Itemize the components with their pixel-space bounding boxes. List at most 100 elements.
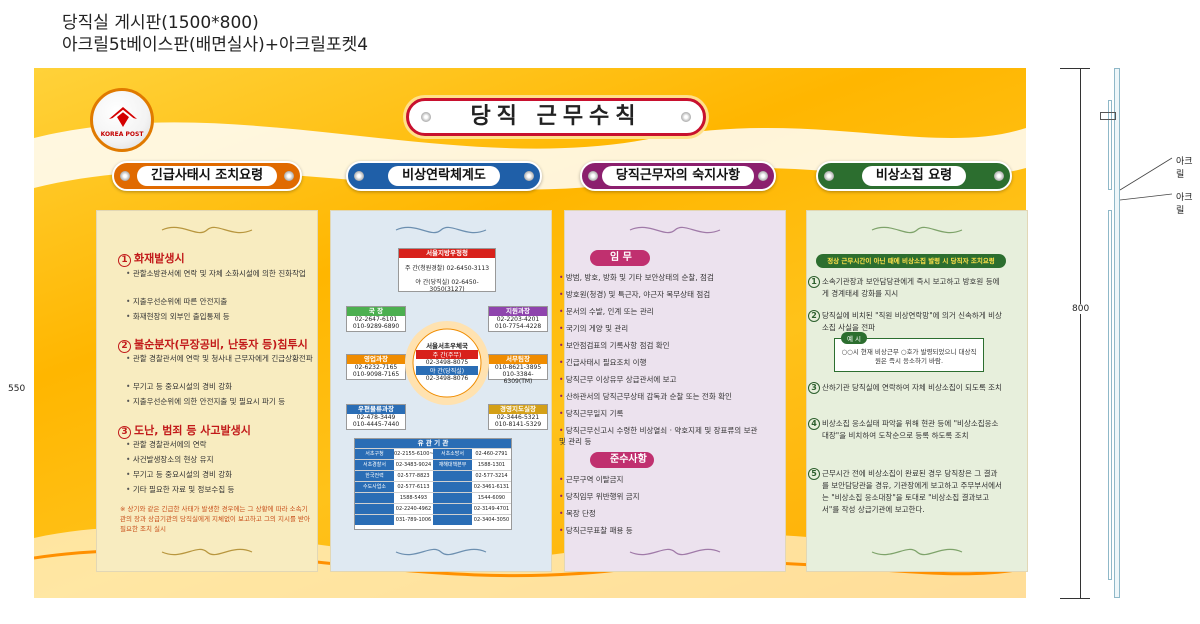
s1-item: 화재현장의 외부인 출입통제 등 bbox=[126, 311, 230, 322]
header-mobilization: 비상소집 요령 bbox=[816, 161, 1012, 191]
contact-box-title: 영업과장 bbox=[347, 355, 405, 364]
list-item: 당직근무일지 기록 bbox=[559, 408, 759, 419]
list-item: 당직근무신고시 수령한 비상열쇠 · 약호지제 및 장표류의 보관 및 관리 등 bbox=[559, 425, 759, 447]
example-text: ○○시 현재 비상근무 ○호가 발령되었으니 대상직원은 즉시 응소하기 바람. bbox=[841, 348, 977, 365]
side-pocket bbox=[1108, 100, 1112, 190]
dim-tick-bottom-right bbox=[1060, 598, 1090, 599]
contact-center-row: 02-3498-8076 bbox=[425, 375, 469, 382]
bolt-icon bbox=[588, 171, 598, 181]
contact-right-box: 지원과장 02-2203-4201 010-7754-4228 bbox=[488, 306, 548, 332]
table-cell: 서초경찰서 bbox=[355, 460, 394, 470]
ornament-icon bbox=[395, 226, 487, 234]
bolt-icon bbox=[681, 112, 691, 122]
s3-item: 관할 경찰관서에의 연락 bbox=[126, 439, 207, 450]
contact-center-row: 야 간(당직실) bbox=[416, 366, 478, 375]
post-swallow-icon bbox=[109, 107, 137, 127]
duty-section-mission: 임 무 bbox=[590, 250, 650, 266]
contact-box-line: 010-3384-6309(TM) bbox=[502, 371, 534, 385]
list-item: 문서의 수발, 인계 또는 관리 bbox=[559, 306, 759, 317]
list-item: 보안점검표의 기록사항 점검 확인 bbox=[559, 340, 759, 351]
contact-box-line: 02-3446-5321 bbox=[496, 414, 540, 421]
bolt-icon bbox=[758, 171, 768, 181]
contact-center-row: 주 간(주무) bbox=[416, 350, 478, 359]
s2-num: 2 bbox=[118, 340, 131, 353]
contact-box-title: 우편물류과장 bbox=[347, 405, 405, 414]
s1-item: 지출우선순위에 따른 안전지출 bbox=[126, 296, 227, 307]
table-cell: 02-3149-4701 bbox=[473, 506, 510, 512]
ornament-icon bbox=[871, 226, 963, 234]
contact-left-box: 영업과장 02-6232-7165 010-9098-7165 bbox=[346, 354, 406, 380]
contact-left-box: 국 장 02-2647-6101 010-9289-6890 bbox=[346, 306, 406, 332]
bolt-icon bbox=[994, 171, 1004, 181]
list-item: 근무구역 이탈금지 bbox=[559, 474, 624, 485]
table-cell: 한국전력 bbox=[355, 471, 394, 481]
s2-title: 불순분자(무장공비, 난동자 등)침투시 bbox=[134, 338, 308, 351]
table-cell bbox=[433, 515, 472, 525]
main-title-text: 당직 근무수칙 bbox=[470, 104, 642, 129]
table-cell: 서초소방서 bbox=[433, 449, 472, 459]
list-item: 당직임무 위반행위 금지 bbox=[559, 491, 640, 502]
contact-top-box: 서울지방우정청 주 간(청원경찰) 02-6450-3113 야 간(당직실) … bbox=[398, 248, 496, 293]
step-number: 2 bbox=[808, 310, 820, 322]
related-agencies-title: 유 관 기 관 bbox=[355, 439, 511, 448]
contact-box-line: 02-2203-4201 bbox=[496, 316, 540, 323]
dim-label-800: 800 bbox=[1072, 304, 1090, 314]
contact-center-circle bbox=[405, 321, 489, 405]
list-item: 당직근무표찰 패용 등 bbox=[559, 525, 633, 536]
contact-box-line: 010-9098-7165 bbox=[352, 371, 400, 378]
leader-lines bbox=[1120, 157, 1173, 201]
table-cell: 재해대책본부 bbox=[433, 460, 472, 470]
side-pocket bbox=[1108, 210, 1112, 580]
s3-title: 도난, 범죄 등 사고발생시 bbox=[134, 424, 251, 437]
dim-label-550: 550 bbox=[8, 384, 26, 394]
spec-title: 당직실 게시판(1500*800) bbox=[62, 13, 259, 33]
contact-box-line: 010-9289-6890 bbox=[352, 323, 400, 330]
bolt-icon bbox=[284, 171, 294, 181]
logo-text: KOREA POST bbox=[100, 131, 144, 138]
table-cell: 02-3483-9024 bbox=[395, 462, 432, 468]
s2-item: 지출우선순위에 의한 안전지출 및 필요시 파기 등 bbox=[126, 396, 285, 407]
panel-mobilization bbox=[806, 210, 1028, 572]
step-text: 소속기관장과 보안담당관에게 즉시 보고하고 방호원 등에게 경계태세 강화를 … bbox=[822, 277, 1000, 298]
step-number: 3 bbox=[808, 382, 820, 394]
contact-right-box: 서무팀장 010-8621-3895 010-3384-6309(TM) bbox=[488, 354, 548, 385]
list-item: 산하관서의 당직근무상태 감독과 순찰 또는 전화 확인 bbox=[559, 391, 759, 402]
contact-right-box: 경영지도실장 02-3446-5321 010-8141-5329 bbox=[488, 404, 548, 430]
list-item: 복장 단정 bbox=[559, 508, 596, 519]
s1-title: 화재발생시 bbox=[134, 252, 185, 265]
contact-box-line: 010-8141-5329 bbox=[494, 421, 542, 428]
list-item: 방호원(청경) 및 특근자, 야근자 복무상태 점검 bbox=[559, 289, 759, 300]
side-mark bbox=[1100, 112, 1116, 120]
ornament-icon bbox=[629, 226, 721, 234]
contact-box-line: 010-8621-3895 bbox=[494, 364, 542, 371]
s3-item: 사건발생장소의 현상 유지 bbox=[126, 454, 214, 465]
contact-top-row: 주 간(청원경찰) 02-6450-3113 bbox=[404, 265, 490, 272]
example-box: 예 시 ○○시 현재 비상근무 ○호가 발령되었으니 대상직원은 즉시 응소하기… bbox=[834, 332, 984, 372]
s2-item: 관할 경찰관서에 연락 및 청사내 근무자에게 긴급상황전파 bbox=[126, 353, 322, 364]
contact-center-box: 서울서초우체국 주 간(주무) 02-3498-8075 야 간(당직실) 02… bbox=[416, 340, 478, 386]
header-contact: 비상연락체계도 bbox=[346, 161, 542, 191]
contact-box-line: 02-2647-6101 bbox=[354, 316, 398, 323]
contact-box-line: 010-7754-4228 bbox=[494, 323, 542, 330]
step-text: 당직실에 비치된 "직원 비상연락망"에 의거 신속하게 비상소집 사실을 전파 bbox=[822, 311, 1002, 332]
header-emergency: 긴급사태시 조치요령 bbox=[112, 161, 302, 191]
ornament-icon bbox=[871, 548, 963, 556]
s2-item: 무기고 등 중요시설의 경비 강화 bbox=[126, 381, 232, 392]
header-contact-text: 비상연락체계도 bbox=[388, 166, 500, 186]
spec-subtitle: 아크릴5t베이스판(배면실사)+아크릴포켓4 bbox=[62, 35, 369, 55]
contact-box-title: 국 장 bbox=[347, 307, 405, 316]
duty-section-rules: 준수사항 bbox=[590, 452, 654, 468]
table-cell: 1588-5493 bbox=[399, 495, 428, 501]
ornament-icon bbox=[161, 226, 253, 234]
